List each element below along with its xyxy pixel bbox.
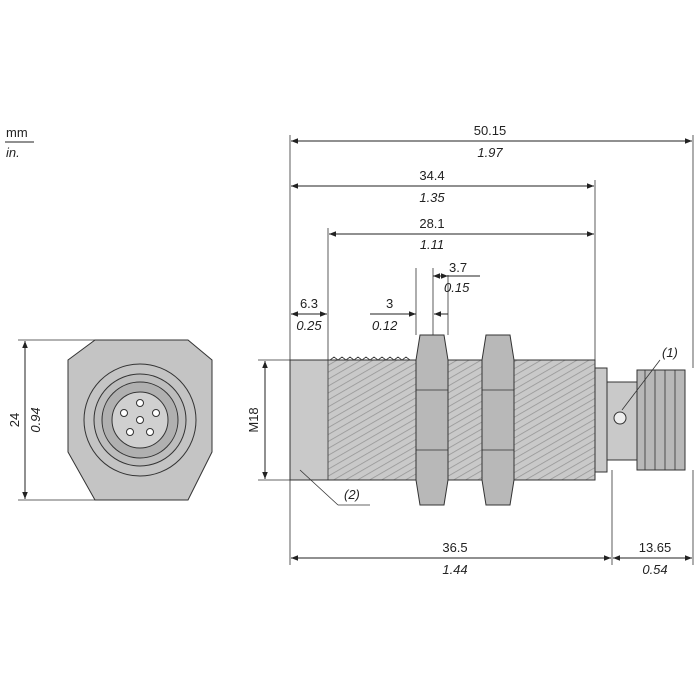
connector-coupling xyxy=(636,369,686,471)
connector-length-in: 0.54 xyxy=(642,562,667,577)
body-length-in: 1.35 xyxy=(419,190,445,205)
bottom-dimensions: 36.5 1.44 13.65 0.54 xyxy=(289,470,694,577)
bottom-length-in: 1.44 xyxy=(442,562,467,577)
nut-gap-mm: 3 xyxy=(386,296,393,311)
thread-length-mm: 28.1 xyxy=(419,216,444,231)
callout-2-label: (2) xyxy=(344,487,360,502)
hex-width-in: 0.94 xyxy=(28,407,43,432)
thread-length-in: 1.11 xyxy=(420,237,444,252)
top-dimensions: 50.15 1.97 34.4 1.35 28.1 1.11 3.7 0.15 … xyxy=(289,123,694,368)
pin-icon xyxy=(146,428,154,436)
nut-right xyxy=(481,334,515,506)
connector-pins xyxy=(120,399,160,436)
total-length-in: 1.97 xyxy=(477,145,503,160)
total-length-mm: 50.15 xyxy=(474,123,507,138)
nut-thickness-mm: 3.7 xyxy=(449,260,467,275)
nut-gap-in: 0.12 xyxy=(372,318,398,333)
bottom-length-mm: 36.5 xyxy=(442,540,467,555)
callout-2-leader xyxy=(299,469,339,506)
pin-icon xyxy=(126,428,134,436)
nut-left xyxy=(415,334,449,506)
end-view: 24 0.94 xyxy=(7,339,213,501)
unit-in-label: in. xyxy=(6,145,20,160)
callout-1-label: (1) xyxy=(662,345,678,360)
hex-width-mm: 24 xyxy=(7,413,22,427)
pin-icon xyxy=(120,409,128,417)
nut-thickness-in: 0.15 xyxy=(444,280,470,295)
thread-size-label: M18 xyxy=(246,407,261,432)
unit-mm-label: mm xyxy=(6,125,28,140)
front-face-mm: 6.3 xyxy=(300,296,318,311)
front-face-in: 0.25 xyxy=(296,318,322,333)
thread-top-edge xyxy=(329,356,411,361)
connector-collar xyxy=(594,367,608,473)
thread-region xyxy=(328,360,595,480)
pin-icon xyxy=(136,416,144,424)
units-legend: mm in. xyxy=(5,125,34,160)
led-indicator-icon xyxy=(613,411,627,425)
callout-1-leader xyxy=(621,359,661,411)
connector-length-mm: 13.65 xyxy=(639,540,672,555)
side-view: M18 (2) (1) xyxy=(246,334,686,506)
pin-icon xyxy=(136,399,144,407)
body-length-mm: 34.4 xyxy=(419,168,444,183)
pin-icon xyxy=(152,409,160,417)
